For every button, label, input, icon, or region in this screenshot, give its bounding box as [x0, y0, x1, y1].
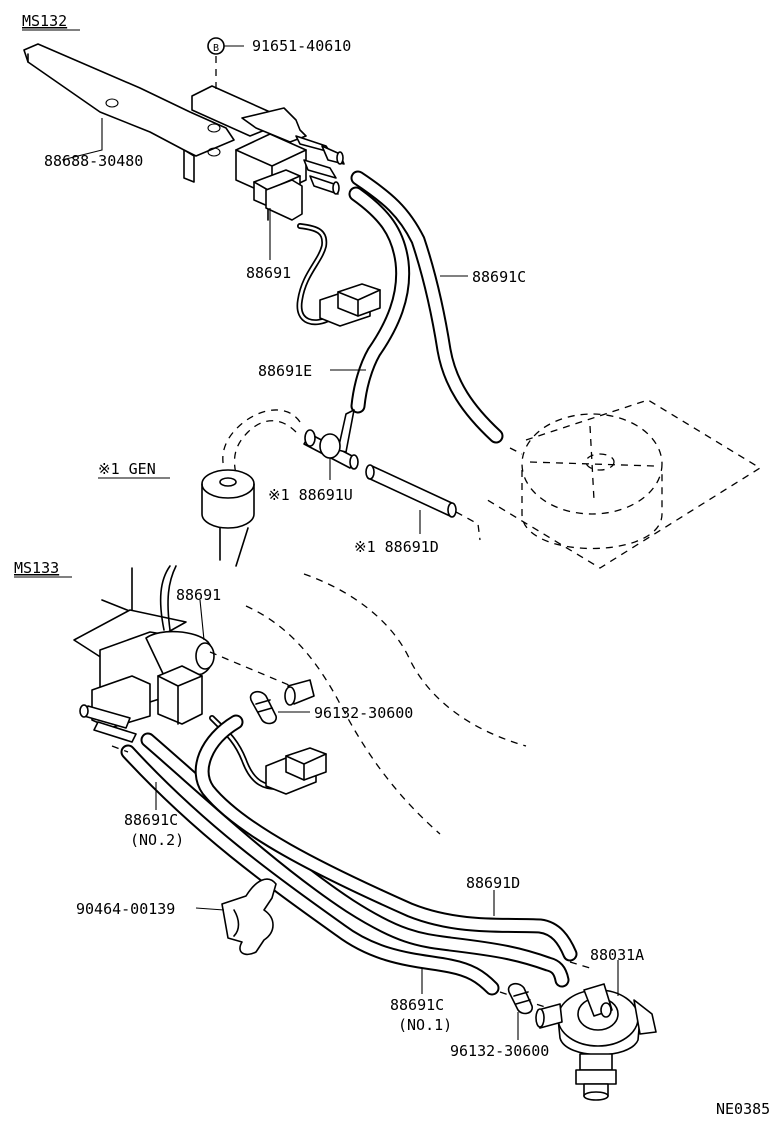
clamp-96132-upper — [249, 679, 315, 725]
label-hose-88691d-bottom: 88691D — [466, 874, 520, 892]
bolt-symbol-text: B — [213, 43, 219, 54]
hose-88691c-top — [350, 170, 504, 444]
vsv-bottom — [79, 630, 215, 743]
label-bolt-91651-40610: 91651-40610 — [252, 37, 351, 55]
hose-88691d-top — [365, 464, 457, 518]
canister-gen — [201, 469, 255, 567]
label-hose-88691c-top: 88691C — [472, 268, 526, 286]
label-hose-88691e: 88691E — [258, 362, 312, 380]
label-vsv-88691-bottom: 88691 — [176, 586, 221, 604]
label-clamp-96132-upper: 96132-30600 — [314, 704, 413, 722]
hose-88691d-bottom — [194, 714, 578, 962]
label-hose-88691c-no2-part: 88691C — [124, 811, 178, 829]
section-title-ms132: MS132 — [22, 12, 67, 30]
clip-90464 — [221, 878, 277, 956]
label-hose-88691c-no2-num: (NO.2) — [130, 831, 184, 849]
clamp-96132-lower — [507, 982, 533, 1015]
throttle-body-phantom — [483, 399, 762, 569]
label-hose-88691c-no1-num: (NO.1) — [398, 1016, 452, 1034]
connector-bottom — [265, 747, 327, 795]
hose-88691e — [348, 186, 411, 414]
label-hose-88691c-no1-part: 88691C — [390, 996, 444, 1014]
connector-top — [319, 283, 381, 327]
label-clip-90464-00139: 90464-00139 — [76, 900, 175, 918]
label-gen-note: ※1 GEN — [98, 460, 156, 478]
label-union-88691u: ※1 88691U — [268, 486, 353, 504]
label-hose-88691d-top: ※1 88691D — [354, 538, 439, 556]
label-actuator-88031a: 88031A — [590, 946, 644, 964]
hose-88691c-no2 — [120, 744, 500, 996]
bracket-top — [23, 43, 235, 183]
label-bracket-88688-30480: 88688-30480 — [44, 152, 143, 170]
label-clamp-96132-lower: 96132-30600 — [450, 1042, 549, 1060]
section-title-ms133: MS133 — [14, 559, 59, 577]
vsv-top — [191, 85, 345, 221]
union-88691u — [303, 409, 359, 470]
reference-code: NE0385 — [716, 1100, 770, 1118]
label-vsv-88691-top: 88691 — [246, 264, 291, 282]
actuator-88031a — [535, 983, 657, 1101]
